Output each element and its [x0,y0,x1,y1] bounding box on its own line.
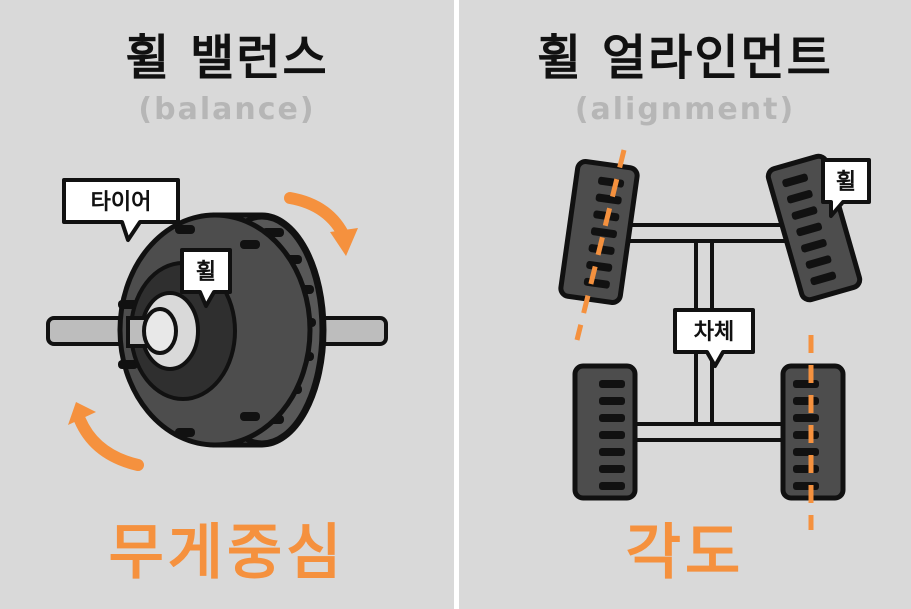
wheel-label-text: 휠 [196,260,216,285]
alignment-line-icon [574,149,627,341]
tire-icon [117,212,327,448]
tire-label-text: 타이어 [91,190,152,215]
chassis-label: 차체 [673,308,755,368]
angle-label: 각도 [625,518,745,588]
wheel-balance-illustration: 타이어 휠 [46,178,388,471]
wheel-alignment-panel: 휠 얼라인먼트 (alignment) [459,0,911,609]
center-of-gravity-label: 무게중심 [108,518,346,588]
wheel-label-text: 휠 [836,170,856,195]
tire-icon [765,153,863,303]
chassis-label-text: 차체 [694,320,734,345]
wheel-balance-subtitle: (balance) [138,92,316,127]
tire-icon [572,363,638,501]
wheel-alignment-subtitle: (alignment) [574,92,796,127]
wheel-label: 휠 [821,158,871,218]
wheel-label: 휠 [180,248,232,308]
tire-icon [558,159,640,305]
wheel-balance-panel: 휠 밸런스 (balance) [0,0,454,609]
rotation-arrow-icon [74,414,144,471]
wheel-balance-title: 휠 밸런스 [125,30,329,86]
wheel-alignment-title: 휠 얼라인먼트 [537,30,833,86]
tire-label: 타이어 [62,178,180,242]
wheel-alignment-illustration: 휠 차체 [558,149,871,530]
